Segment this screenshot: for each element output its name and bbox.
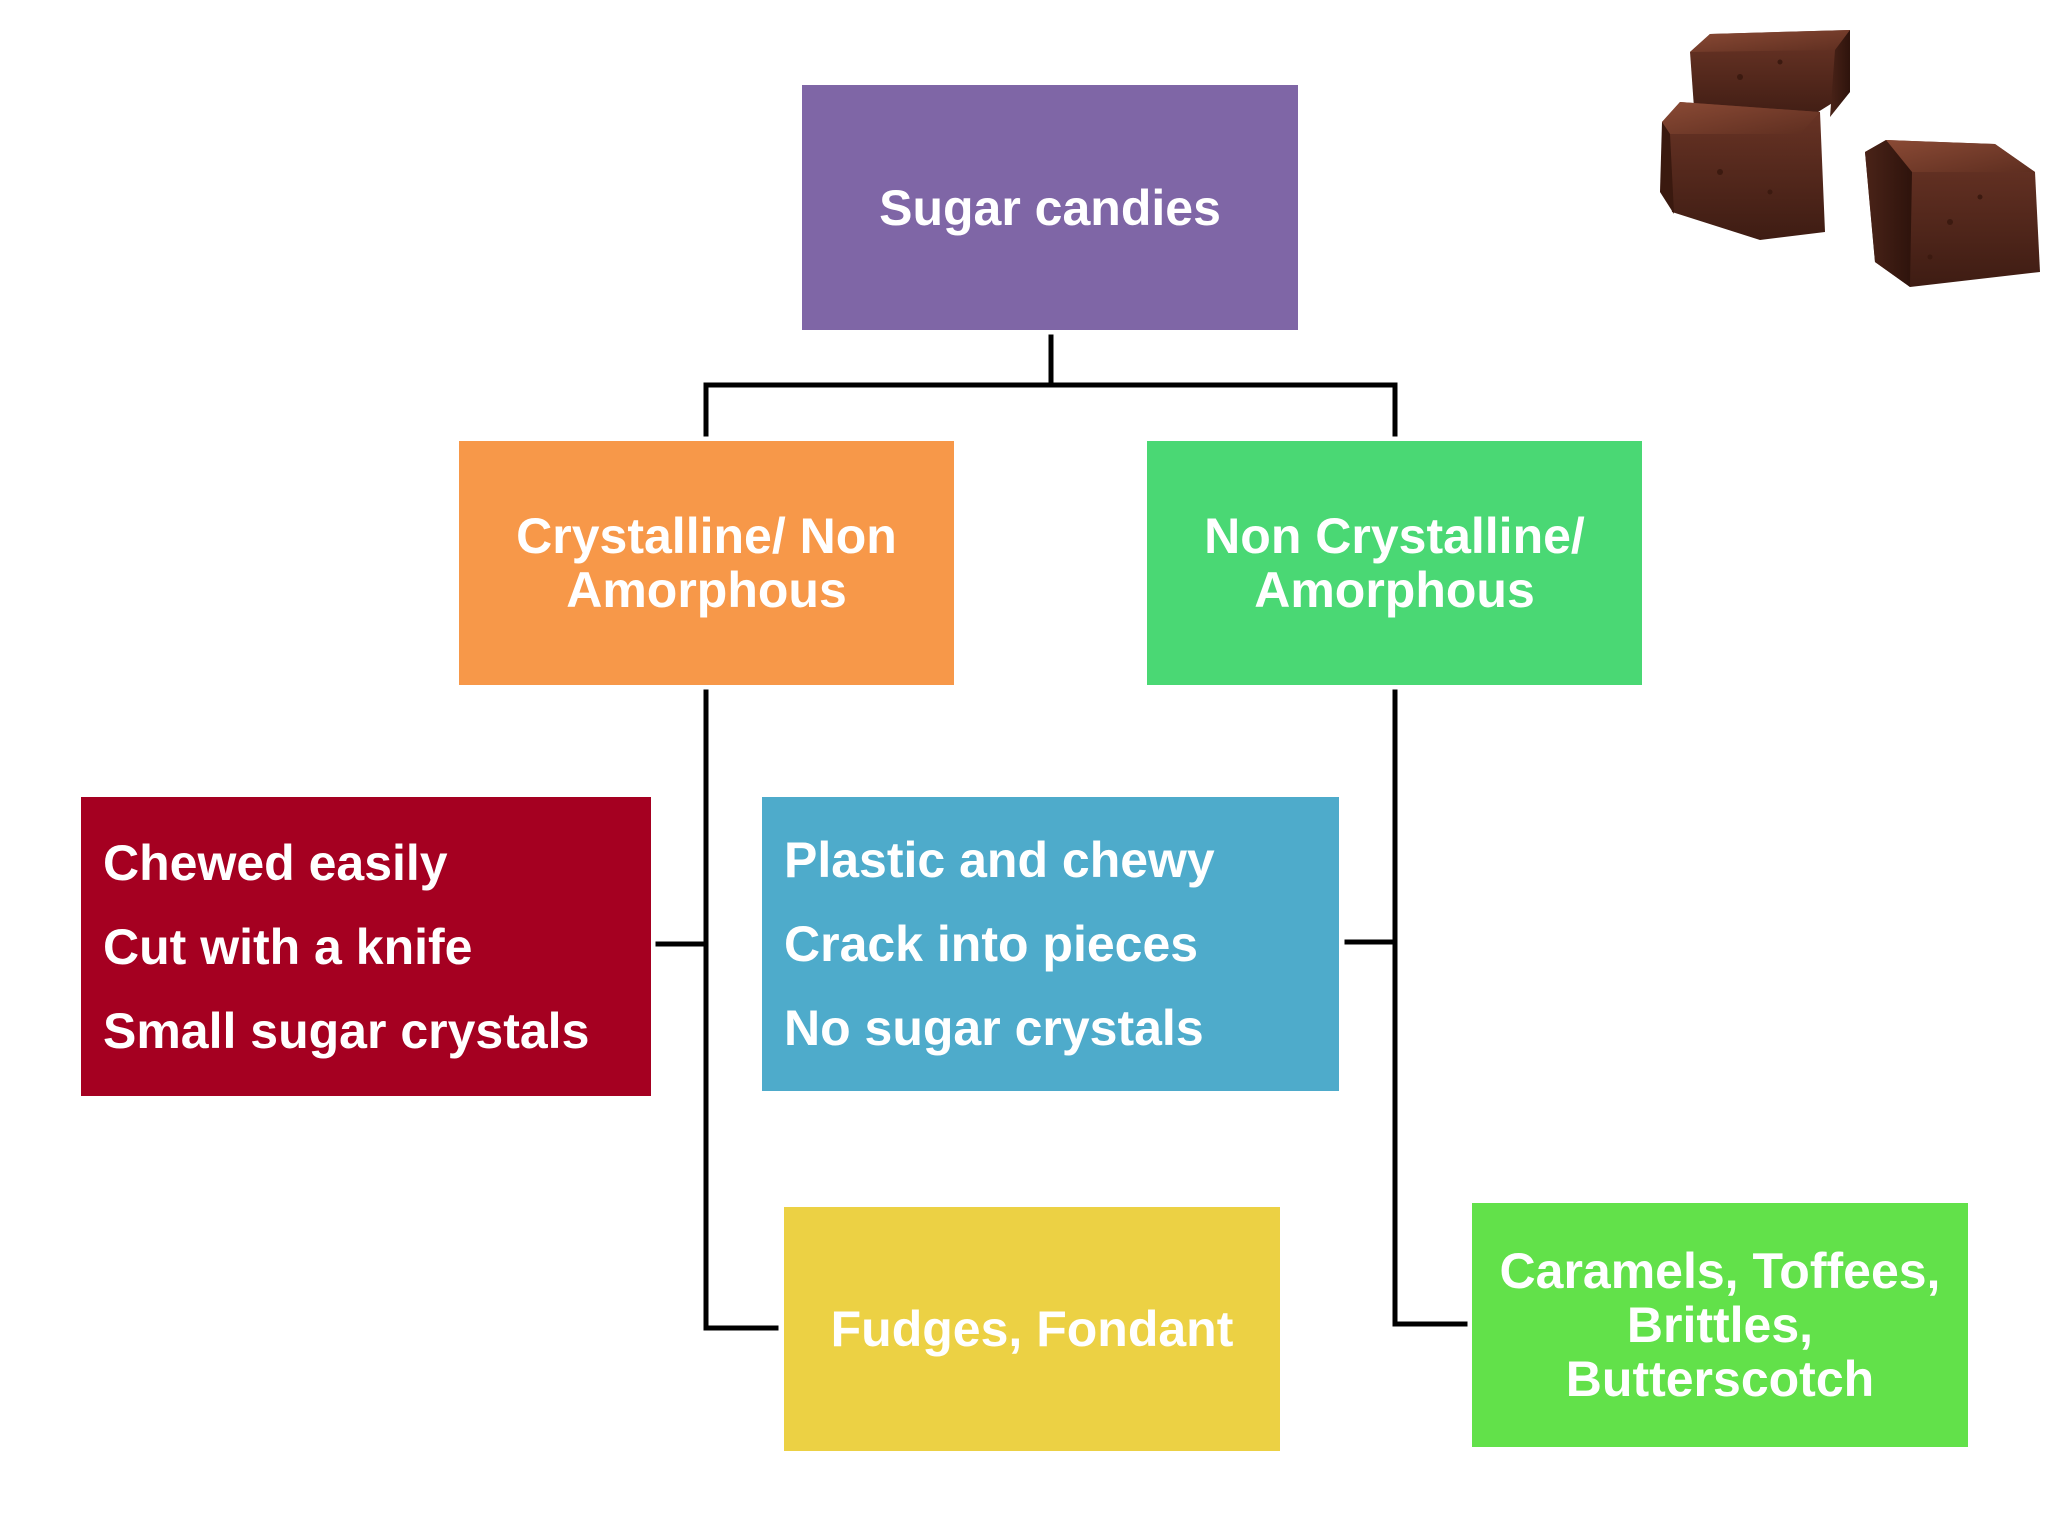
crystalline-examples-label: Fudges, Fondant bbox=[830, 1301, 1234, 1357]
crystalline-node-label-line-1: Crystalline/ Non bbox=[516, 508, 897, 564]
non-crystalline-examples-line-3: Butterscotch bbox=[1565, 1351, 1875, 1407]
non-crystalline-property-2: Crack into pieces bbox=[784, 916, 1199, 972]
crystalline-properties-node: Chewed easily Cut with a knife Small sug… bbox=[81, 797, 651, 1096]
crystalline-property-1: Chewed easily bbox=[103, 834, 448, 891]
root-node: Sugar candies bbox=[802, 85, 1298, 330]
non-crystalline-node-label-line-2: Amorphous bbox=[1254, 562, 1535, 618]
root-node-label: Sugar candies bbox=[879, 179, 1221, 236]
non-crystalline-examples-node: Caramels, Toffees, Brittles, Butterscotc… bbox=[1472, 1203, 1968, 1447]
non-crystalline-node-label-line-1: Non Crystalline/ bbox=[1204, 508, 1585, 564]
non-crystalline-examples-line-1: Caramels, Toffees, bbox=[1499, 1243, 1941, 1299]
fudge-cubes-icon bbox=[1660, 30, 2040, 287]
non-crystalline-property-3: No sugar crystals bbox=[784, 1000, 1204, 1056]
non-crystalline-examples-line-2: Brittles, bbox=[1626, 1297, 1814, 1353]
non-crystalline-properties-node: Plastic and chewy Crack into pieces No s… bbox=[762, 797, 1339, 1091]
crystalline-node-label-line-2: Amorphous bbox=[566, 562, 847, 618]
crystalline-examples-node: Fudges, Fondant bbox=[784, 1207, 1280, 1451]
crystalline-node: Crystalline/ Non Amorphous bbox=[459, 441, 954, 685]
non-crystalline-property-1: Plastic and chewy bbox=[784, 832, 1215, 888]
crystalline-property-2: Cut with a knife bbox=[103, 918, 473, 975]
non-crystalline-node: Non Crystalline/ Amorphous bbox=[1147, 441, 1642, 685]
crystalline-property-3: Small sugar crystals bbox=[103, 1002, 590, 1059]
